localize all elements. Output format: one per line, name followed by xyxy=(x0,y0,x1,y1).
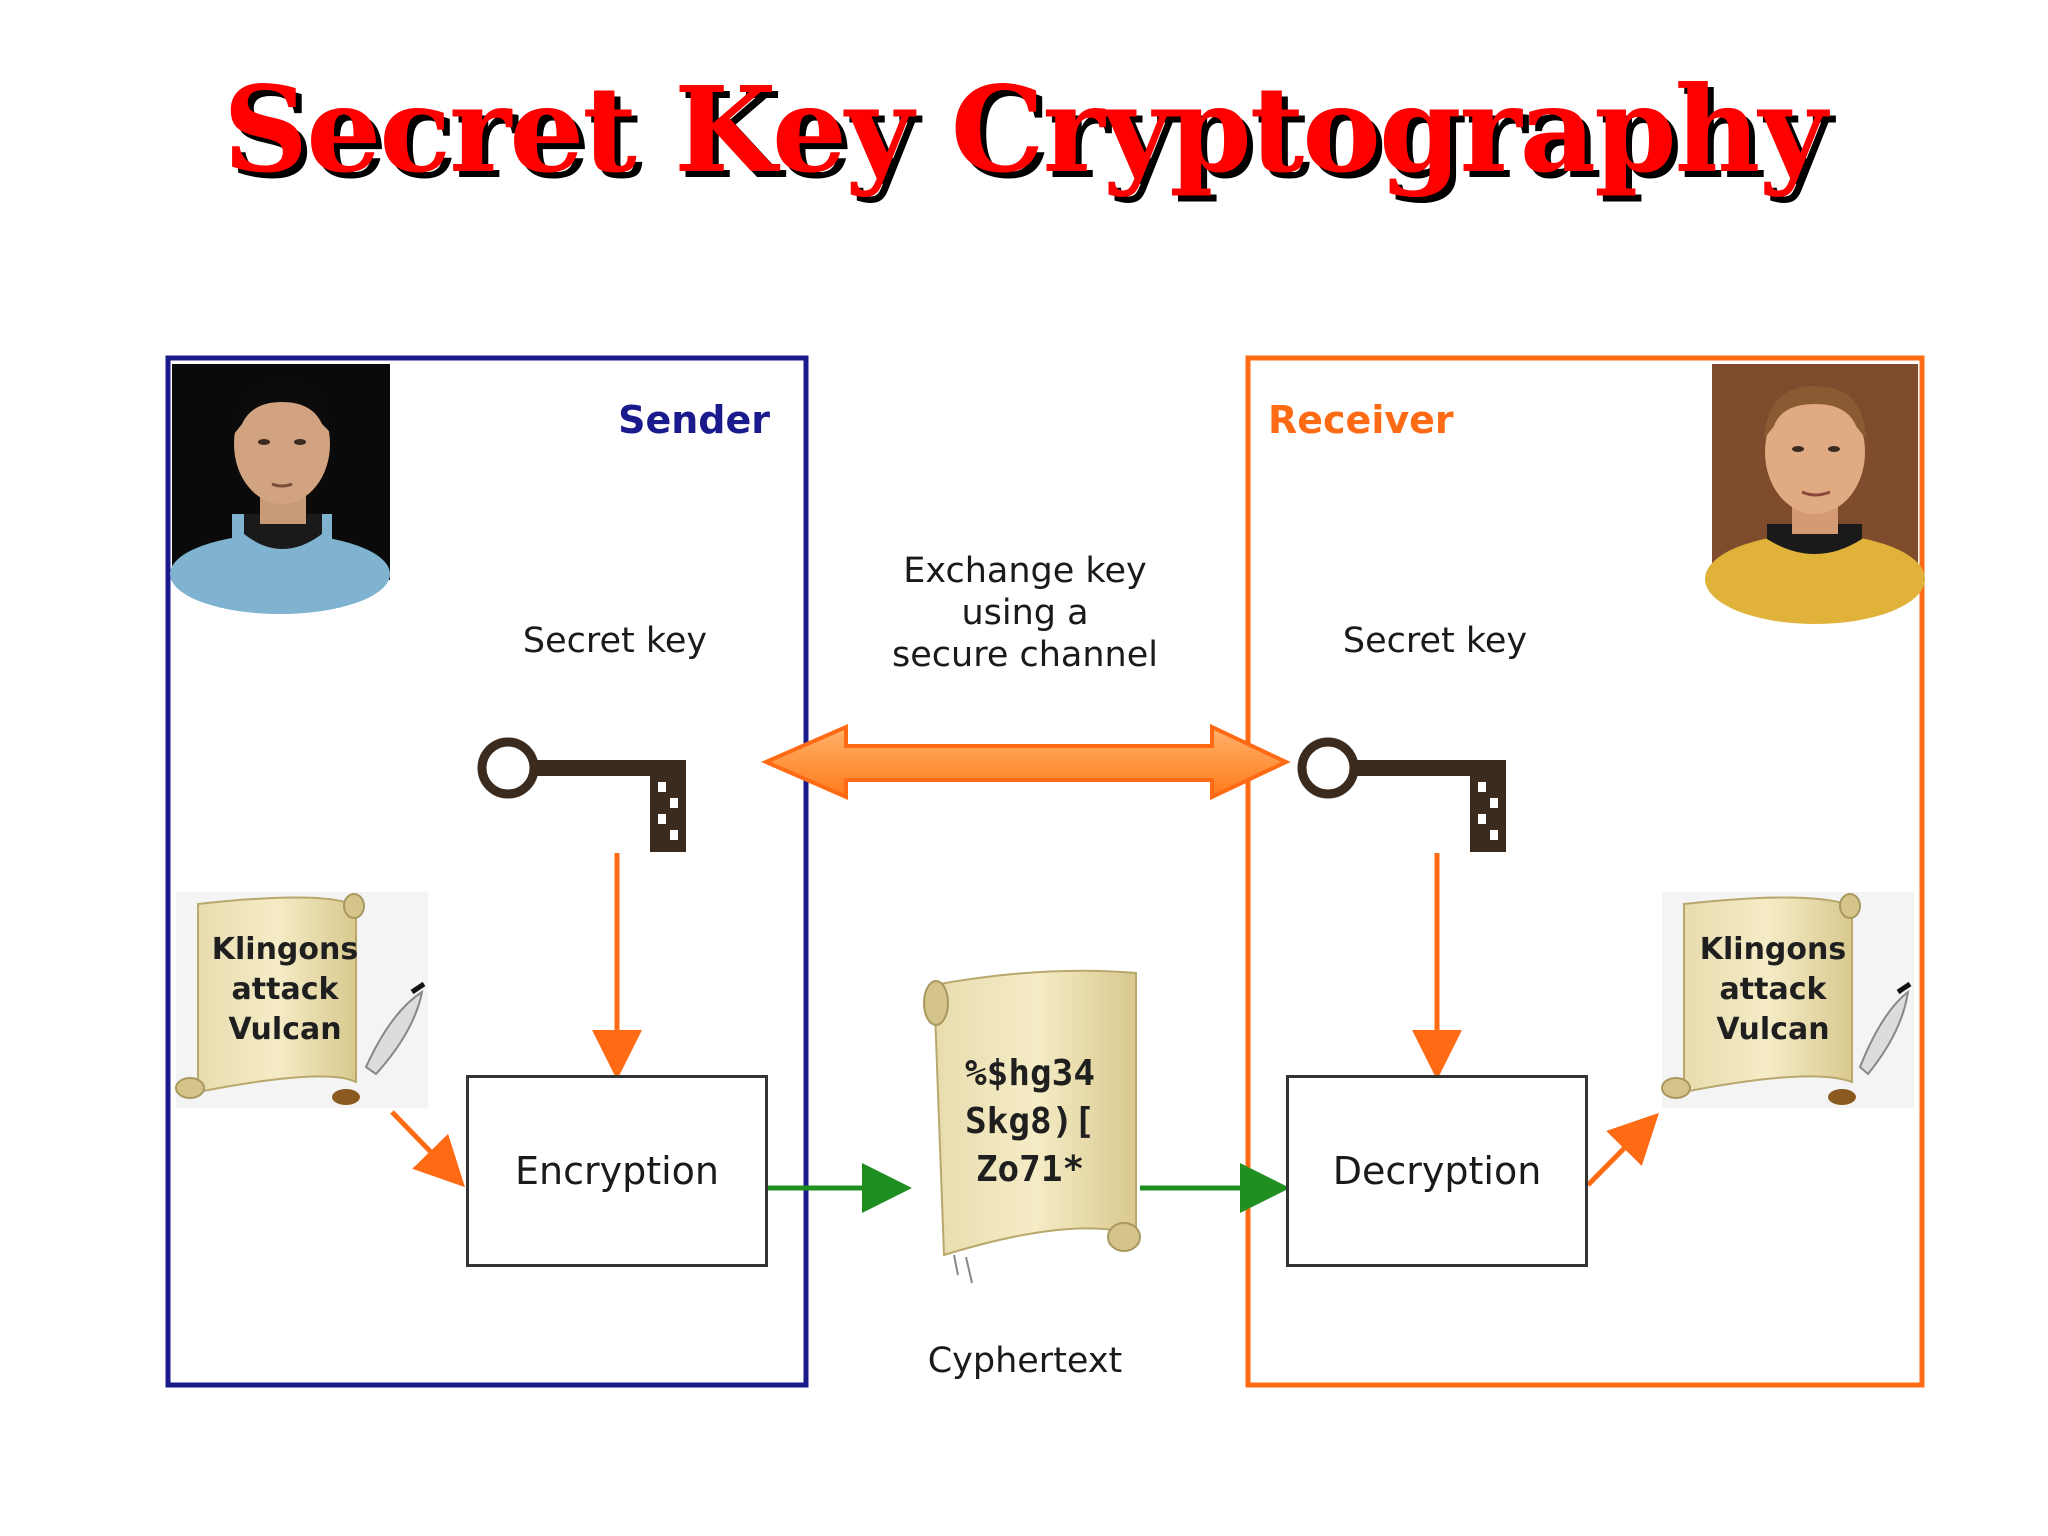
sender-message-line-2: attack xyxy=(231,972,339,1007)
sender-scroll-icon xyxy=(175,892,428,1108)
sender-message: Klingons attack Vulcan xyxy=(196,930,374,1050)
cyphertext-line-1: %$hg34 xyxy=(964,1053,1096,1094)
receiver-message: Klingons attack Vulcan xyxy=(1684,930,1862,1050)
sender-portrait xyxy=(170,364,390,614)
cyphertext-line-2: Skg8)[ xyxy=(964,1101,1096,1142)
receiver-key-icon xyxy=(1297,737,1506,852)
receiver-portrait xyxy=(1705,364,1925,624)
exchange-line-1: Exchange key xyxy=(903,551,1147,591)
receiver-message-line-1: Klingons xyxy=(1699,932,1847,967)
decryption-box: Decryption xyxy=(1286,1075,1588,1267)
receiver-message-line-2: attack xyxy=(1719,972,1827,1007)
sender-message-line-3: Vulcan xyxy=(228,1012,342,1047)
receiver-secret-key-label: Secret key xyxy=(1342,621,1528,661)
encryption-label: Encryption xyxy=(514,1149,719,1193)
cyphertext-label: Cyphertext xyxy=(927,1341,1123,1381)
sender-secret-key-label: Secret key xyxy=(522,621,708,661)
sender-label: Sender xyxy=(618,398,770,442)
cyphertext-scroll-icon xyxy=(923,969,1141,1284)
receiver-panel xyxy=(1245,355,1925,1388)
exchange-double-arrow-icon xyxy=(761,723,1291,801)
cyphertext-line-3: Zo71* xyxy=(975,1149,1085,1190)
page-title: Secret Key Cryptography xyxy=(222,60,1827,199)
sender-panel xyxy=(165,355,809,1388)
plaintext-to-encryption-arrow xyxy=(390,1110,465,1188)
exchange-line-2: using a xyxy=(961,593,1089,633)
receiver-scroll-icon xyxy=(1661,892,1914,1108)
encryption-box: Encryption xyxy=(466,1075,768,1267)
exchange-key-text: Exchange key using a secure channel xyxy=(860,550,1190,676)
exchange-line-3: secure channel xyxy=(892,635,1158,675)
receiver-label: Receiver xyxy=(1268,398,1454,442)
decryption-to-plaintext-arrow xyxy=(1586,1112,1660,1187)
sender-message-line-1: Klingons xyxy=(211,932,359,967)
cyphertext-content: %$hg34 Skg8)[ Zo71* xyxy=(940,1050,1120,1194)
sender-key-icon xyxy=(477,737,686,852)
decryption-label: Decryption xyxy=(1332,1149,1542,1193)
receiver-message-line-3: Vulcan xyxy=(1716,1012,1830,1047)
